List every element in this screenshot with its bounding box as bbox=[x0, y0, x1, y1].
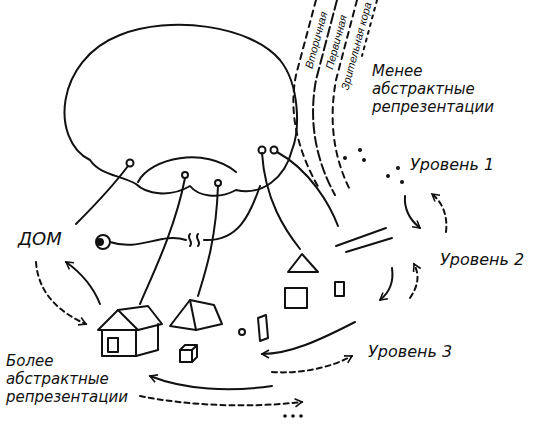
level-label: Уровень 2 bbox=[440, 250, 524, 270]
level-label: Уровень 1 bbox=[410, 155, 494, 175]
level-label: Уровень 3 bbox=[368, 342, 452, 362]
word-label: ДОМ bbox=[18, 228, 62, 250]
abstraction-note: Менее абстрактные репрезентации bbox=[372, 62, 502, 116]
abstraction-note: Более абстрактные репрезентации bbox=[6, 352, 131, 406]
